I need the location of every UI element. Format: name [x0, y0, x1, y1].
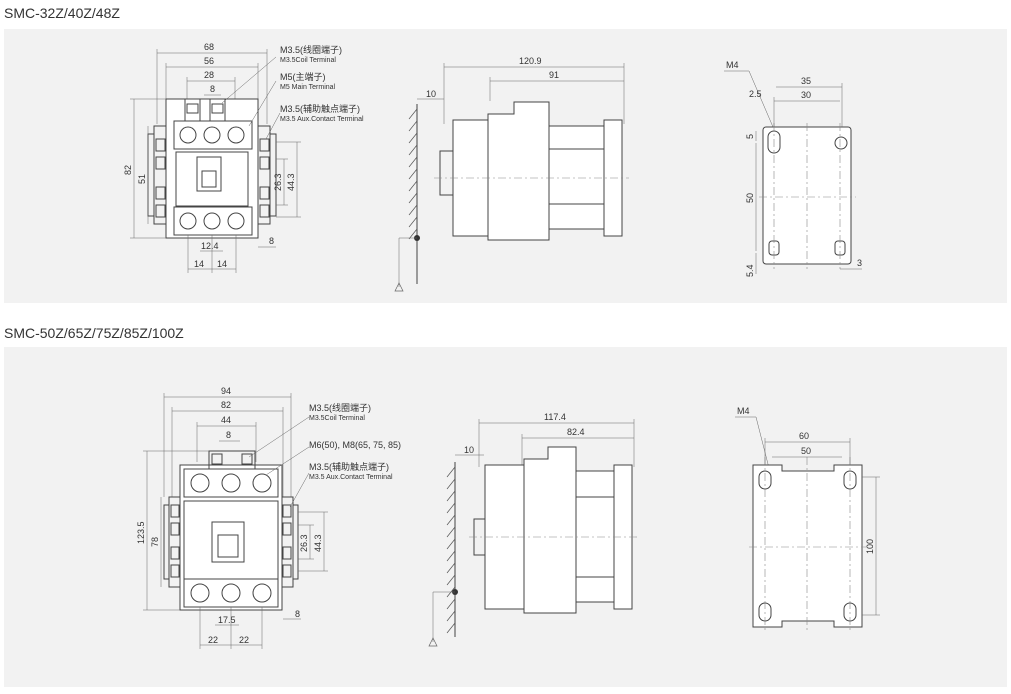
s2-dim-8b: 8: [295, 609, 300, 619]
section2-title: SMC-50Z/65Z/75Z/85Z/100Z: [4, 325, 184, 341]
s2-dim-8: 8: [226, 430, 231, 440]
s1-label-coil-cn: M3.5(线圈端子): [280, 44, 342, 55]
s1-dim-56: 56: [204, 56, 214, 66]
s2-side-dim-82-4: 82.4: [567, 427, 585, 437]
s2-side-view: 10 117.4 82.4: [428, 412, 639, 647]
s1-dim-28: 28: [204, 70, 214, 80]
s2-mount-view: M4 60 50 100: [735, 406, 880, 632]
s1-mount-dim-50: 50: [745, 193, 755, 203]
s2-dim-22b: 22: [239, 635, 249, 645]
s1-mount-dim-5: 5: [745, 134, 755, 139]
s1-mount-dim-3: 3: [857, 258, 862, 268]
s1-dim-8b: 8: [269, 236, 274, 246]
s1-mount-view: M4 35 30 2.5 5 50 5.4 3: [724, 60, 862, 277]
s1-dim-44-3: 44.3: [286, 173, 296, 191]
s2-label-aux-cn: M3.5(辅助触点端子): [309, 461, 389, 472]
s1-dim-51: 51: [137, 174, 147, 184]
s2-label-coil-en: M3.5Coil Terminal: [309, 415, 365, 422]
s1-label-aux-cn: M3.5(辅助触点端子): [280, 103, 360, 114]
s2-dim-17-5: 17.5: [218, 615, 236, 625]
s1-side-view: 10 120.9 91: [394, 56, 629, 292]
s2-dim-123-5: 123.5: [136, 521, 146, 544]
s2-front-view: 94 82 44 8: [136, 386, 401, 649]
s2-dim-22a: 22: [208, 635, 218, 645]
s2-dim-78: 78: [150, 537, 160, 547]
s1-dim-14a: 14: [194, 259, 204, 269]
s1-mount-m4: M4: [726, 60, 739, 70]
s1-dim-82: 82: [123, 165, 133, 175]
s1-label-aux-en: M3.5 Aux.Contact Terminal: [280, 116, 364, 123]
s1-dim-8: 8: [210, 84, 215, 94]
s2-label-aux-en: M3.5 Aux.Contact Terminal: [309, 474, 393, 481]
s1-label-coil-en: M3.5Coil Terminal: [280, 57, 336, 64]
s2-dim-44-3: 44.3: [313, 534, 323, 552]
s1-front-view: 68 56 28 8: [123, 42, 364, 273]
s2-mount-dim-60: 60: [799, 431, 809, 441]
section1-title: SMC-32Z/40Z/48Z: [4, 5, 120, 21]
section2-drawing: 94 82 44 8: [136, 386, 880, 649]
s2-side-dim-10: 10: [464, 445, 474, 455]
s2-dim-26-3: 26.3: [299, 534, 309, 552]
s1-dim-12-4: 12.4: [201, 241, 219, 251]
s2-side-dim-117-4: 117.4: [544, 412, 566, 422]
s1-dim-14b: 14: [217, 259, 227, 269]
s1-mount-dim-2-5: 2.5: [749, 89, 762, 99]
s2-mount-dim-50: 50: [801, 446, 811, 456]
section1-panel: 68 56 28 8: [4, 29, 1007, 303]
s2-label-coil-cn: M3.5(线圈端子): [309, 402, 371, 413]
s2-dim-94: 94: [221, 386, 231, 396]
s1-label-main-en: M5 Main Terminal: [280, 84, 336, 91]
s1-side-dim-120-9: 120.9: [519, 56, 542, 66]
s2-label-main-cn: M6(50), M8(65, 75, 85): [309, 440, 401, 450]
section1-drawing: 68 56 28 8: [123, 42, 862, 292]
s2-mount-dim-100: 100: [865, 539, 875, 554]
s2-dim-82: 82: [221, 400, 231, 410]
s2-mount-m4: M4: [737, 406, 750, 416]
s1-mount-dim-35: 35: [801, 76, 811, 86]
s1-dim-26-3: 26.3: [273, 173, 283, 191]
s1-mount-dim-30: 30: [801, 90, 811, 100]
s1-dim-68: 68: [204, 42, 214, 52]
s1-mount-dim-5-4: 5.4: [745, 264, 755, 277]
s1-side-dim-91: 91: [549, 70, 559, 80]
section2-panel: 94 82 44 8: [4, 347, 1007, 687]
s1-label-main-cn: M5(主端子): [280, 71, 326, 82]
s2-dim-44: 44: [221, 415, 231, 425]
s1-side-dim-10: 10: [426, 89, 436, 99]
